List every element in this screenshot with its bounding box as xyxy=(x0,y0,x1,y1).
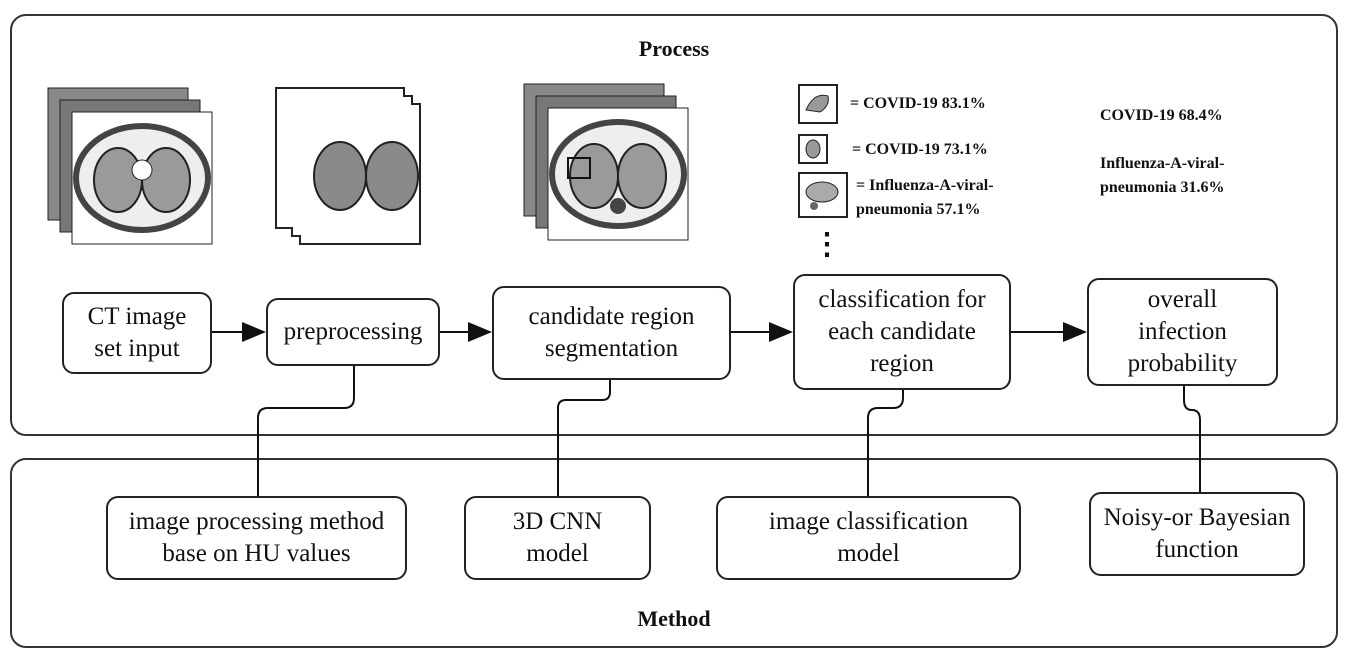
step-overall-label: overall infection probability xyxy=(1127,286,1238,377)
candidate-thumb-3 xyxy=(798,172,848,218)
method-noisy-or-label: Noisy-or Bayesian function xyxy=(1103,504,1291,563)
candidate-result-3: = Influenza-A-viral- pneumonia 57.1% xyxy=(856,177,994,218)
method-noisy-or-bayesian: Noisy-or Bayesian function xyxy=(1089,492,1305,576)
step-preprocessing-label: preprocessing xyxy=(283,318,423,345)
method-3d-cnn: 3D CNN model xyxy=(464,496,651,580)
more-candidates-ellipsis: ⋮ xyxy=(812,228,842,261)
method-title: Method xyxy=(637,606,711,631)
method-classification-label: image classification model xyxy=(768,508,969,567)
link-classification-method xyxy=(867,390,904,496)
process-title: Process xyxy=(638,36,710,61)
candidate-thumb-1 xyxy=(798,84,838,124)
step-overall-infection-probability: overall infection probability xyxy=(1087,278,1278,386)
step-ct-image-input-label: CT image set input xyxy=(87,303,187,362)
method-3d-cnn-label: 3D CNN model xyxy=(512,508,603,567)
step-classification-label: classification for each candidate region xyxy=(818,286,986,377)
ct-stack-input-image xyxy=(47,87,213,245)
preprocessed-lung-image xyxy=(275,87,421,245)
step-segmentation-label: candidate region segmentation xyxy=(528,303,695,362)
step-preprocessing: preprocessing xyxy=(266,298,440,366)
candidate-result-2: = COVID-19 73.1% xyxy=(852,141,988,158)
candidate-result-1: = COVID-19 83.1% xyxy=(850,95,986,112)
method-image-classification: image classification model xyxy=(716,496,1021,580)
candidate-thumb-2 xyxy=(798,134,828,164)
link-preprocessing-method xyxy=(257,366,355,496)
ct-stack-segmentation-image xyxy=(523,83,689,241)
link-overall-method xyxy=(1183,386,1201,492)
overall-result-2: Influenza-A-viral- pneumonia 31.6% xyxy=(1100,155,1225,196)
method-hu-label: image processing method base on HU value… xyxy=(128,508,385,567)
method-hu-image-processing: image processing method base on HU value… xyxy=(106,496,407,580)
step-candidate-region-segmentation: candidate region segmentation xyxy=(492,286,731,380)
overall-result-1: COVID-19 68.4% xyxy=(1100,107,1223,124)
link-segmentation-method xyxy=(557,380,611,496)
step-ct-image-input: CT image set input xyxy=(62,292,212,374)
step-classification: classification for each candidate region xyxy=(793,274,1011,390)
